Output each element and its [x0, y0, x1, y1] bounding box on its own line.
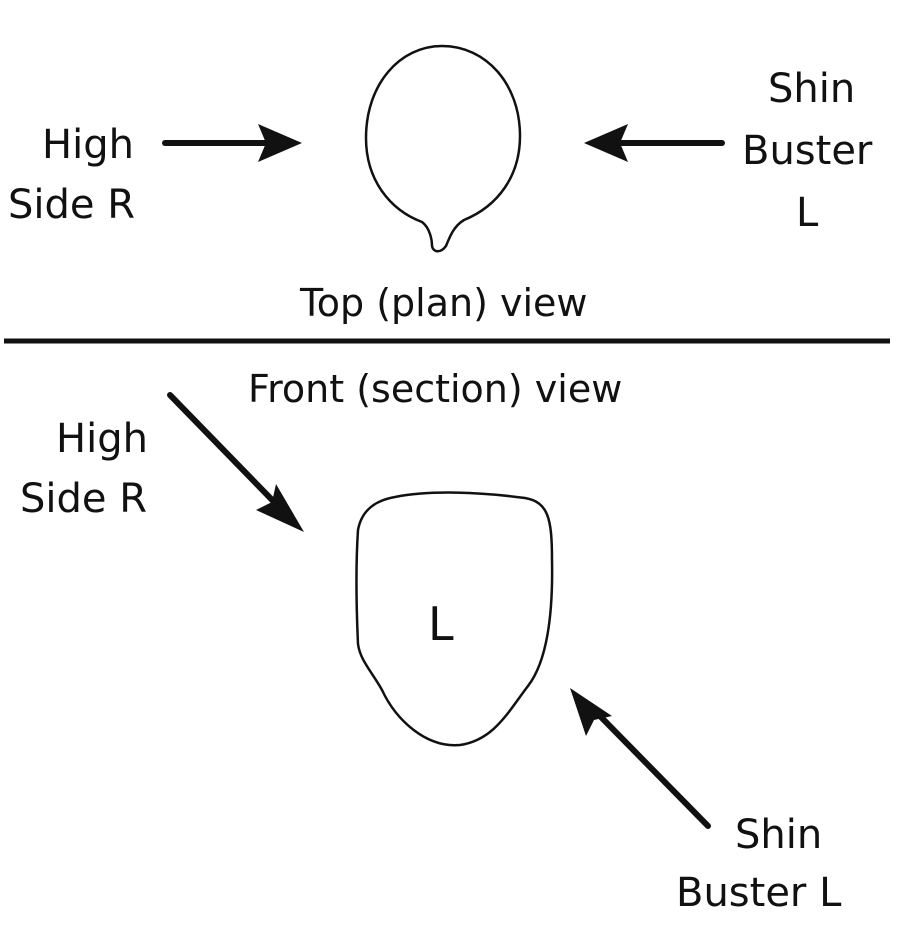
top-right-label-line1: Shin — [768, 66, 855, 112]
top-left-arrow — [162, 124, 302, 162]
front-left-arrow-head — [256, 484, 304, 532]
top-right-label-line3: L — [796, 190, 819, 236]
front-view: Front (section) view High Side R L Shin … — [20, 367, 842, 916]
front-left-arrow-shaft — [167, 392, 281, 509]
top-left-label-line2: Side R — [8, 182, 135, 228]
front-left-arrow — [167, 392, 304, 532]
top-plan-shape — [364, 44, 522, 253]
top-right-label-line2: Buster — [742, 128, 873, 174]
top-left-arrow-head — [258, 124, 302, 162]
front-right-label-line1: Shin — [735, 812, 822, 858]
front-section-shape — [355, 491, 554, 747]
top-right-arrow — [584, 124, 725, 162]
front-view-caption: Front (section) view — [248, 367, 622, 411]
front-right-arrow-head — [570, 688, 612, 736]
top-view-caption: Top (plan) view — [299, 281, 588, 325]
front-right-arrow — [570, 688, 711, 829]
top-right-arrow-head — [584, 124, 628, 162]
front-right-label-line2: Buster L — [676, 870, 842, 916]
front-left-label-line2: Side R — [20, 476, 147, 522]
top-view: High Side R Shin Buster L Top (plan) vie… — [8, 44, 873, 325]
front-left-label-line1: High — [56, 416, 148, 462]
front-section-inner-label: L — [428, 597, 454, 651]
top-left-label-line1: High — [42, 122, 134, 168]
front-right-arrow-shaft — [595, 711, 711, 829]
